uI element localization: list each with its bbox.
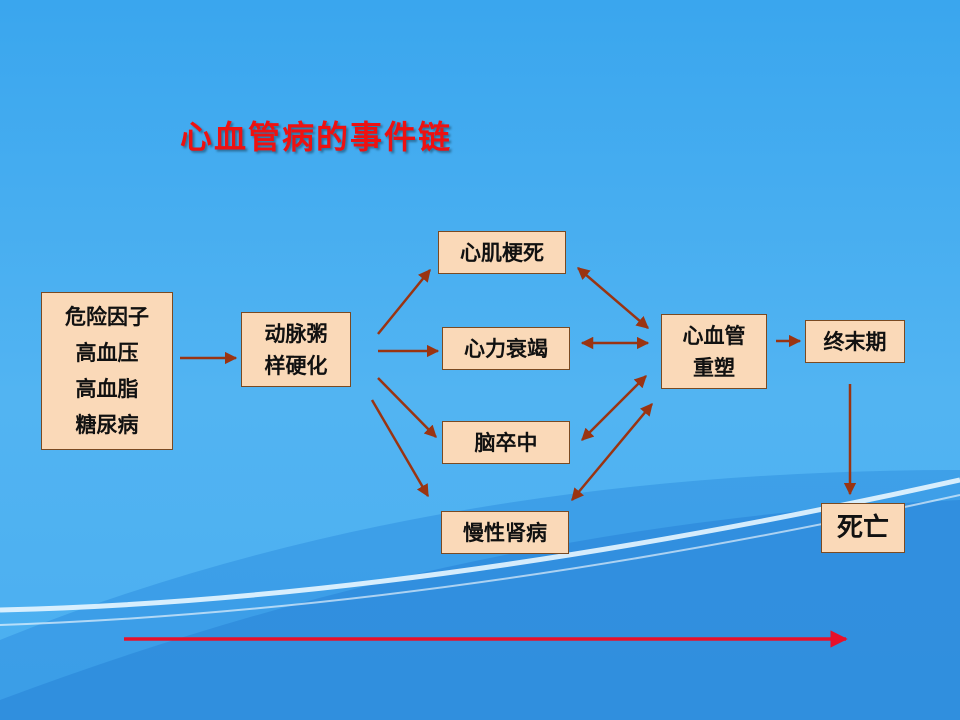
myocardial-infarction-box: 心肌梗死 (438, 231, 566, 274)
atherosclerosis-line: 样硬化 (264, 353, 328, 378)
atherosclerosis-line: 动脉粥 (264, 321, 328, 346)
death-box: 死亡 (821, 503, 905, 553)
arrow-stroke-remodeling (581, 375, 647, 441)
risk-factor-line: 高血脂 (75, 377, 139, 401)
risk-factor-line: 危险因子 (65, 305, 149, 329)
atherosclerosis-box: 动脉粥 样硬化 (241, 312, 351, 387)
remodeling-line: 重塑 (693, 355, 735, 380)
stroke-box: 脑卒中 (442, 421, 570, 464)
remodeling-line: 心血管 (682, 323, 746, 348)
risk-factor-line: 高血压 (75, 341, 139, 365)
remodeling-box: 心血管 重塑 (661, 314, 767, 389)
arrow-to-stroke (377, 377, 437, 438)
page-title: 心血管病的事件链 (180, 118, 453, 156)
end-stage-box: 终末期 (805, 320, 905, 363)
arrow-to-mi (377, 269, 431, 335)
risk-factors-box: 危险因子 高血压 高血脂 糖尿病 (41, 292, 173, 450)
chronic-kidney-disease-box: 慢性肾病 (441, 511, 569, 554)
arrow-to-ckd (370, 399, 430, 498)
risk-factor-line: 糖尿病 (75, 413, 139, 437)
heart-failure-box: 心力衰竭 (442, 327, 570, 370)
arrow-ckd-remodeling (571, 403, 653, 501)
arrow-mi-remodeling (577, 267, 649, 329)
